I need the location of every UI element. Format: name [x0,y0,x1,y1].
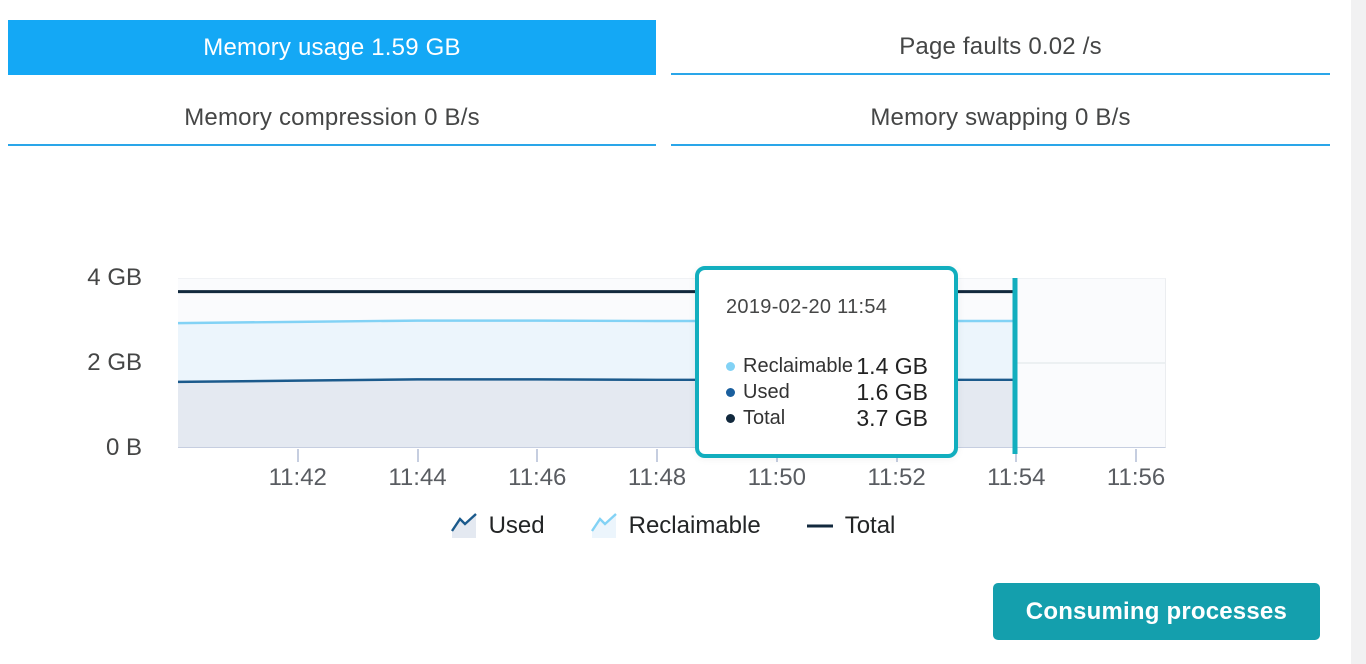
used-dot-icon [726,388,735,397]
x-axis-tick [417,449,419,462]
x-axis-tick [297,449,299,462]
legend-item-reclaimable[interactable]: Reclaimable [589,512,761,540]
memory-usage-chart-plot[interactable] [178,278,1166,448]
chart-y-axis: 0 B2 GB4 GB [0,278,160,448]
tooltip-row-value: 1.6 GB [856,379,928,406]
y-axis-label: 2 GB [87,349,142,377]
x-axis-label: 11:50 [748,464,806,492]
x-axis-tick [656,449,658,462]
tooltip-timestamp: 2019-02-20 11:54 [726,296,928,319]
tooltip-row-label: Total [743,407,785,430]
chart-legend: Used Reclaimable Total [178,506,1166,546]
consuming-processes-button[interactable]: Consuming processes [993,583,1320,640]
x-axis-label: 11:46 [508,464,566,492]
tooltip-row-used: Used 1.6 GB [726,379,928,405]
x-axis-label: 11:52 [867,464,925,492]
chart-hover-indicator-line [1013,278,1018,454]
x-axis-label: 11:44 [388,464,446,492]
y-axis-label: 0 B [106,434,142,462]
tab-page-faults-label: Page faults 0.02 /s [899,33,1102,61]
tooltip-rows: Reclaimable 1.4 GB Used 1.6 GB Total 3.7… [726,353,928,431]
chart-tooltip: 2019-02-20 11:54 Reclaimable 1.4 GB Used… [695,266,958,458]
legend-item-total[interactable]: Total [805,512,896,540]
used-area-icon [449,512,479,540]
tab-memory-usage-label: Memory usage 1.59 GB [203,34,460,62]
x-axis-tick [536,449,538,462]
legend-label-used: Used [489,512,545,540]
tab-memory-compression[interactable]: Memory compression 0 B/s [8,91,656,146]
scrollbar-track[interactable] [1351,0,1366,664]
tooltip-row-value: 3.7 GB [856,405,928,432]
y-axis-label: 4 GB [87,264,142,292]
legend-label-reclaimable: Reclaimable [629,512,761,540]
tooltip-row-reclaimable: Reclaimable 1.4 GB [726,353,928,379]
tab-memory-usage[interactable]: Memory usage 1.59 GB [8,20,656,75]
legend-item-used[interactable]: Used [449,512,545,540]
x-axis-label: 11:56 [1107,464,1165,492]
total-line-icon [805,512,835,540]
legend-label-total: Total [845,512,896,540]
tooltip-row-label: Reclaimable [743,355,853,378]
tab-page-faults[interactable]: Page faults 0.02 /s [671,20,1330,75]
tooltip-row-value: 1.4 GB [856,353,928,380]
tooltip-row-label: Used [743,381,790,404]
x-axis-tick [1135,449,1137,462]
reclaimable-area-icon [589,512,619,540]
chart-x-axis: 11:42 11:44 11:46 11:48 11:50 11:52 11:54 11:56 [178,449,1166,495]
x-axis-label: 11:42 [269,464,327,492]
x-axis-label: 11:48 [628,464,686,492]
tooltip-row-total: Total 3.7 GB [726,405,928,431]
tab-memory-compression-label: Memory compression 0 B/s [184,104,480,132]
tab-memory-swapping-label: Memory swapping 0 B/s [870,104,1130,132]
x-axis-label: 11:54 [987,464,1045,492]
tab-memory-swapping[interactable]: Memory swapping 0 B/s [671,91,1330,146]
total-dot-icon [726,414,735,423]
reclaimable-dot-icon [726,362,735,371]
